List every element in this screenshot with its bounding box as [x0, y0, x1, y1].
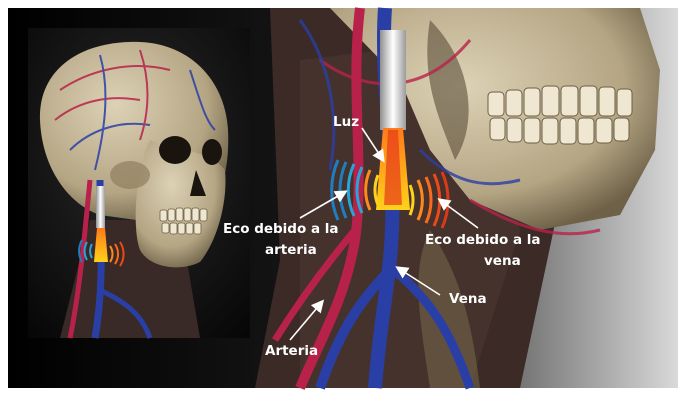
- probe: [380, 30, 406, 130]
- artery-echo-label-line1: Eco debido a la: [223, 221, 339, 237]
- vein-echo-label-line2: vena: [484, 253, 521, 269]
- vein-label: Vena: [449, 291, 487, 307]
- artery-label: Arteria: [265, 343, 318, 359]
- inset-skull-illustration: [28, 28, 250, 338]
- artery-echo-label-line2: arteria: [265, 242, 317, 258]
- vein-echo-label-line1: Eco debido a la: [425, 232, 541, 248]
- light-label: Luz: [333, 114, 359, 130]
- inset-probe: [96, 186, 105, 228]
